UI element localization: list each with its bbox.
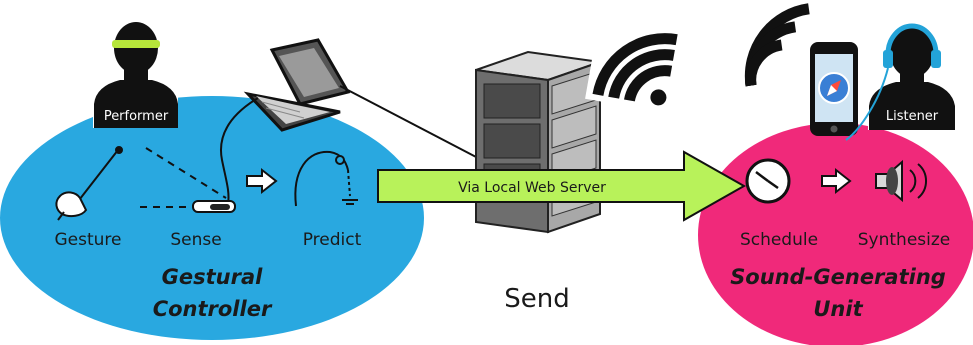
listener-silhouette-icon	[845, 12, 956, 141]
step-label-sense: Sense	[170, 230, 221, 250]
wand-hand-icon	[55, 146, 123, 221]
send-label: Send	[504, 284, 569, 314]
schedule-to-synthesize-arrow	[821, 167, 852, 195]
laptop-icon	[243, 38, 351, 132]
gestural-title-line1: Gestural	[162, 265, 263, 289]
compass-icon	[818, 72, 850, 104]
step-label-predict: Predict	[303, 230, 362, 250]
performer-silhouette-icon	[93, 10, 178, 128]
sense-to-predict-arrow	[246, 167, 278, 195]
server-rack-icon	[475, 50, 601, 234]
gestural-controller-region	[0, 96, 424, 340]
performer-label: Performer	[104, 109, 169, 124]
sound-unit-title-line1: Sound-Generating	[730, 265, 946, 289]
arc-trajectory-icon	[294, 150, 358, 207]
sensor-cable	[220, 97, 259, 205]
network-cable	[339, 85, 479, 159]
speaker-icon	[875, 159, 928, 203]
listener-label: Listener	[886, 109, 939, 124]
step-label-schedule: Schedule	[740, 230, 818, 250]
web-server-arrow	[377, 150, 747, 222]
sensor-icon	[192, 200, 236, 213]
wifi-icon	[585, 14, 685, 114]
step-label-gesture: Gesture	[54, 230, 121, 250]
gestural-title-line2: Controller	[153, 297, 273, 321]
arrow-label: Via Local Web Server	[458, 180, 606, 196]
step-label-synthesize: Synthesize	[858, 230, 951, 250]
wifi-icon-2	[728, 0, 826, 94]
sound-unit-title-line2: Unit	[813, 297, 863, 321]
clock-icon	[745, 158, 791, 204]
gesture-dashed-line	[145, 147, 227, 199]
